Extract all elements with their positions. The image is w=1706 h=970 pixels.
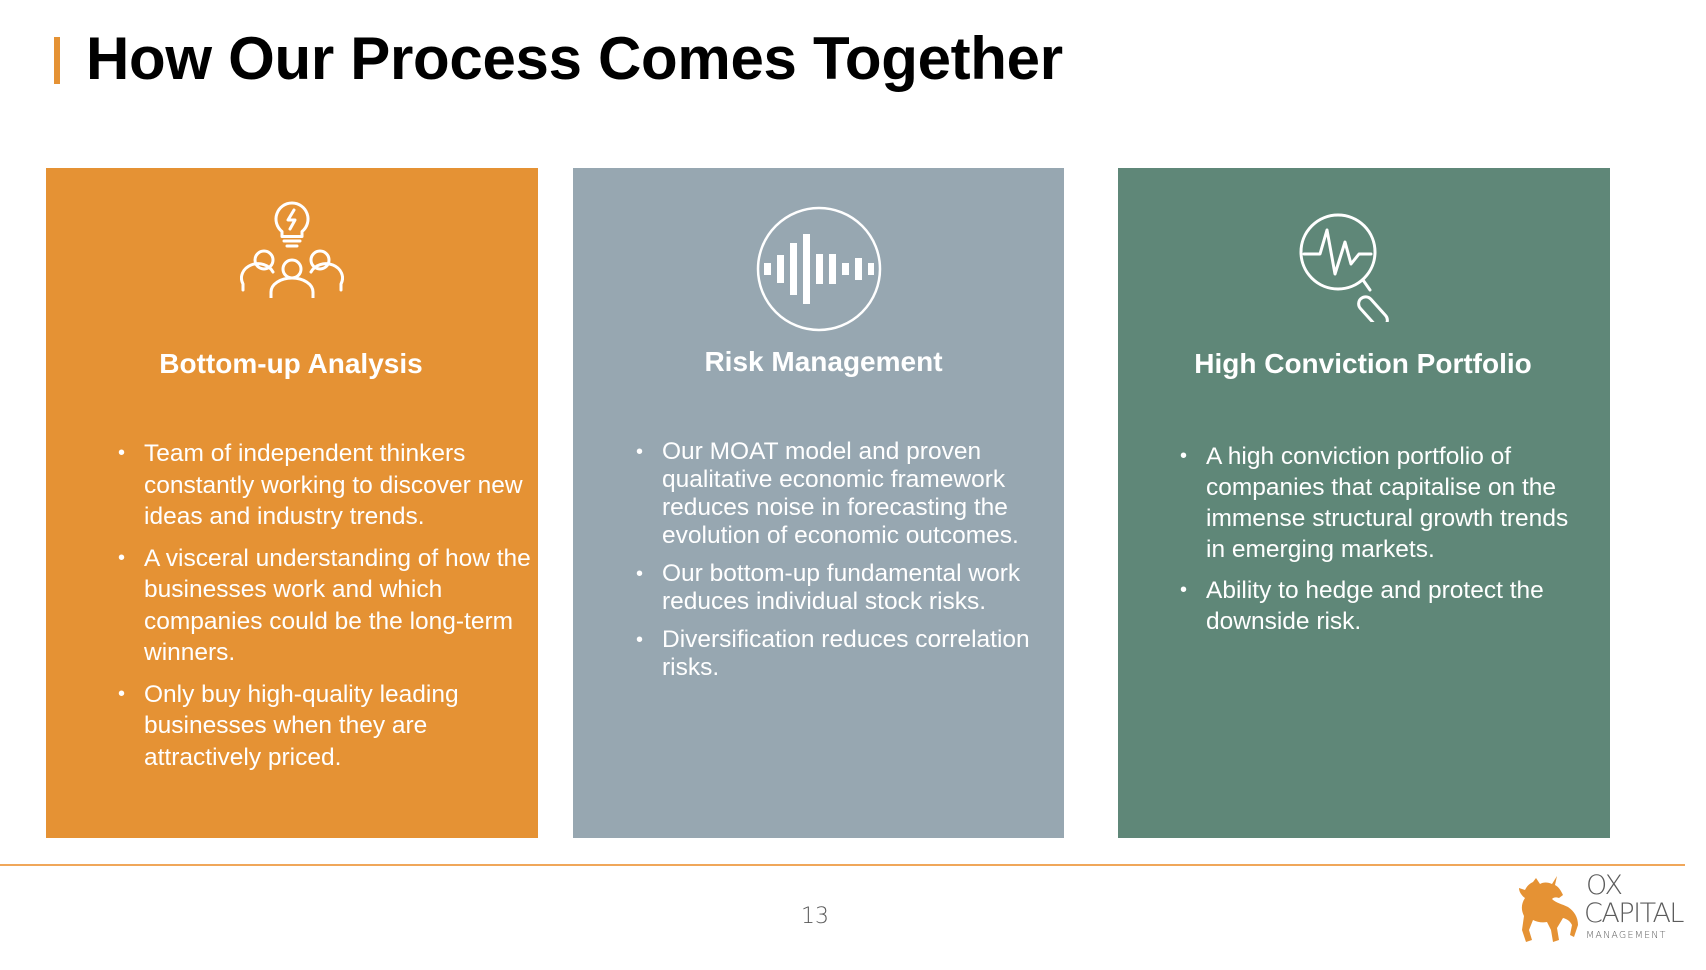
card-bottom-up-analysis: Bottom-up Analysis Team of independent t… xyxy=(46,168,538,838)
bullet-item: A high conviction portfolio of companies… xyxy=(1180,441,1590,565)
bullet-item: Only buy high-quality leading businesses… xyxy=(118,679,533,774)
team-lightbulb-icon xyxy=(239,198,345,303)
ox-bull-icon xyxy=(1519,876,1578,942)
bullet-list: Our MOAT model and proven qualitative ec… xyxy=(636,438,1036,692)
card-risk-management: Risk Management Our MOAT model and prove… xyxy=(573,168,1064,838)
page-number: 13 xyxy=(801,904,829,929)
bullet-item: Team of independent thinkers constantly … xyxy=(118,438,533,533)
bullet-item: Diversification reduces correlation risk… xyxy=(636,626,1036,682)
card-heading: Risk Management xyxy=(704,346,943,377)
footer-divider xyxy=(0,864,1685,866)
bullet-item: A visceral understanding of how the busi… xyxy=(118,543,533,669)
company-logo: OX CAPITAL MANAGEMENT xyxy=(1514,870,1706,948)
bullet-list: Team of independent thinkers constantly … xyxy=(118,438,533,783)
bullet-list: A high conviction portfolio of companies… xyxy=(1180,441,1590,647)
card-heading: Bottom-up Analysis xyxy=(159,348,423,379)
bullet-item: Our bottom-up fundamental work reduces i… xyxy=(636,560,1036,616)
sound-wave-icon xyxy=(755,205,883,338)
page-title: How Our Process Comes Together xyxy=(86,25,1063,92)
title-accent-bar xyxy=(54,37,60,84)
logo-text-ox: OX xyxy=(1586,870,1623,901)
bullet-item: Our MOAT model and proven qualitative ec… xyxy=(636,438,1036,550)
logo-text-management: MANAGEMENT xyxy=(1586,930,1667,941)
magnifier-pulse-icon xyxy=(1298,210,1410,329)
bullet-item: Ability to hedge and protect the downsid… xyxy=(1180,575,1590,637)
card-high-conviction-portfolio: High Conviction Portfolio A high convict… xyxy=(1118,168,1610,838)
card-heading: High Conviction Portfolio xyxy=(1194,348,1532,379)
logo-text-capital: CAPITAL xyxy=(1584,898,1684,929)
